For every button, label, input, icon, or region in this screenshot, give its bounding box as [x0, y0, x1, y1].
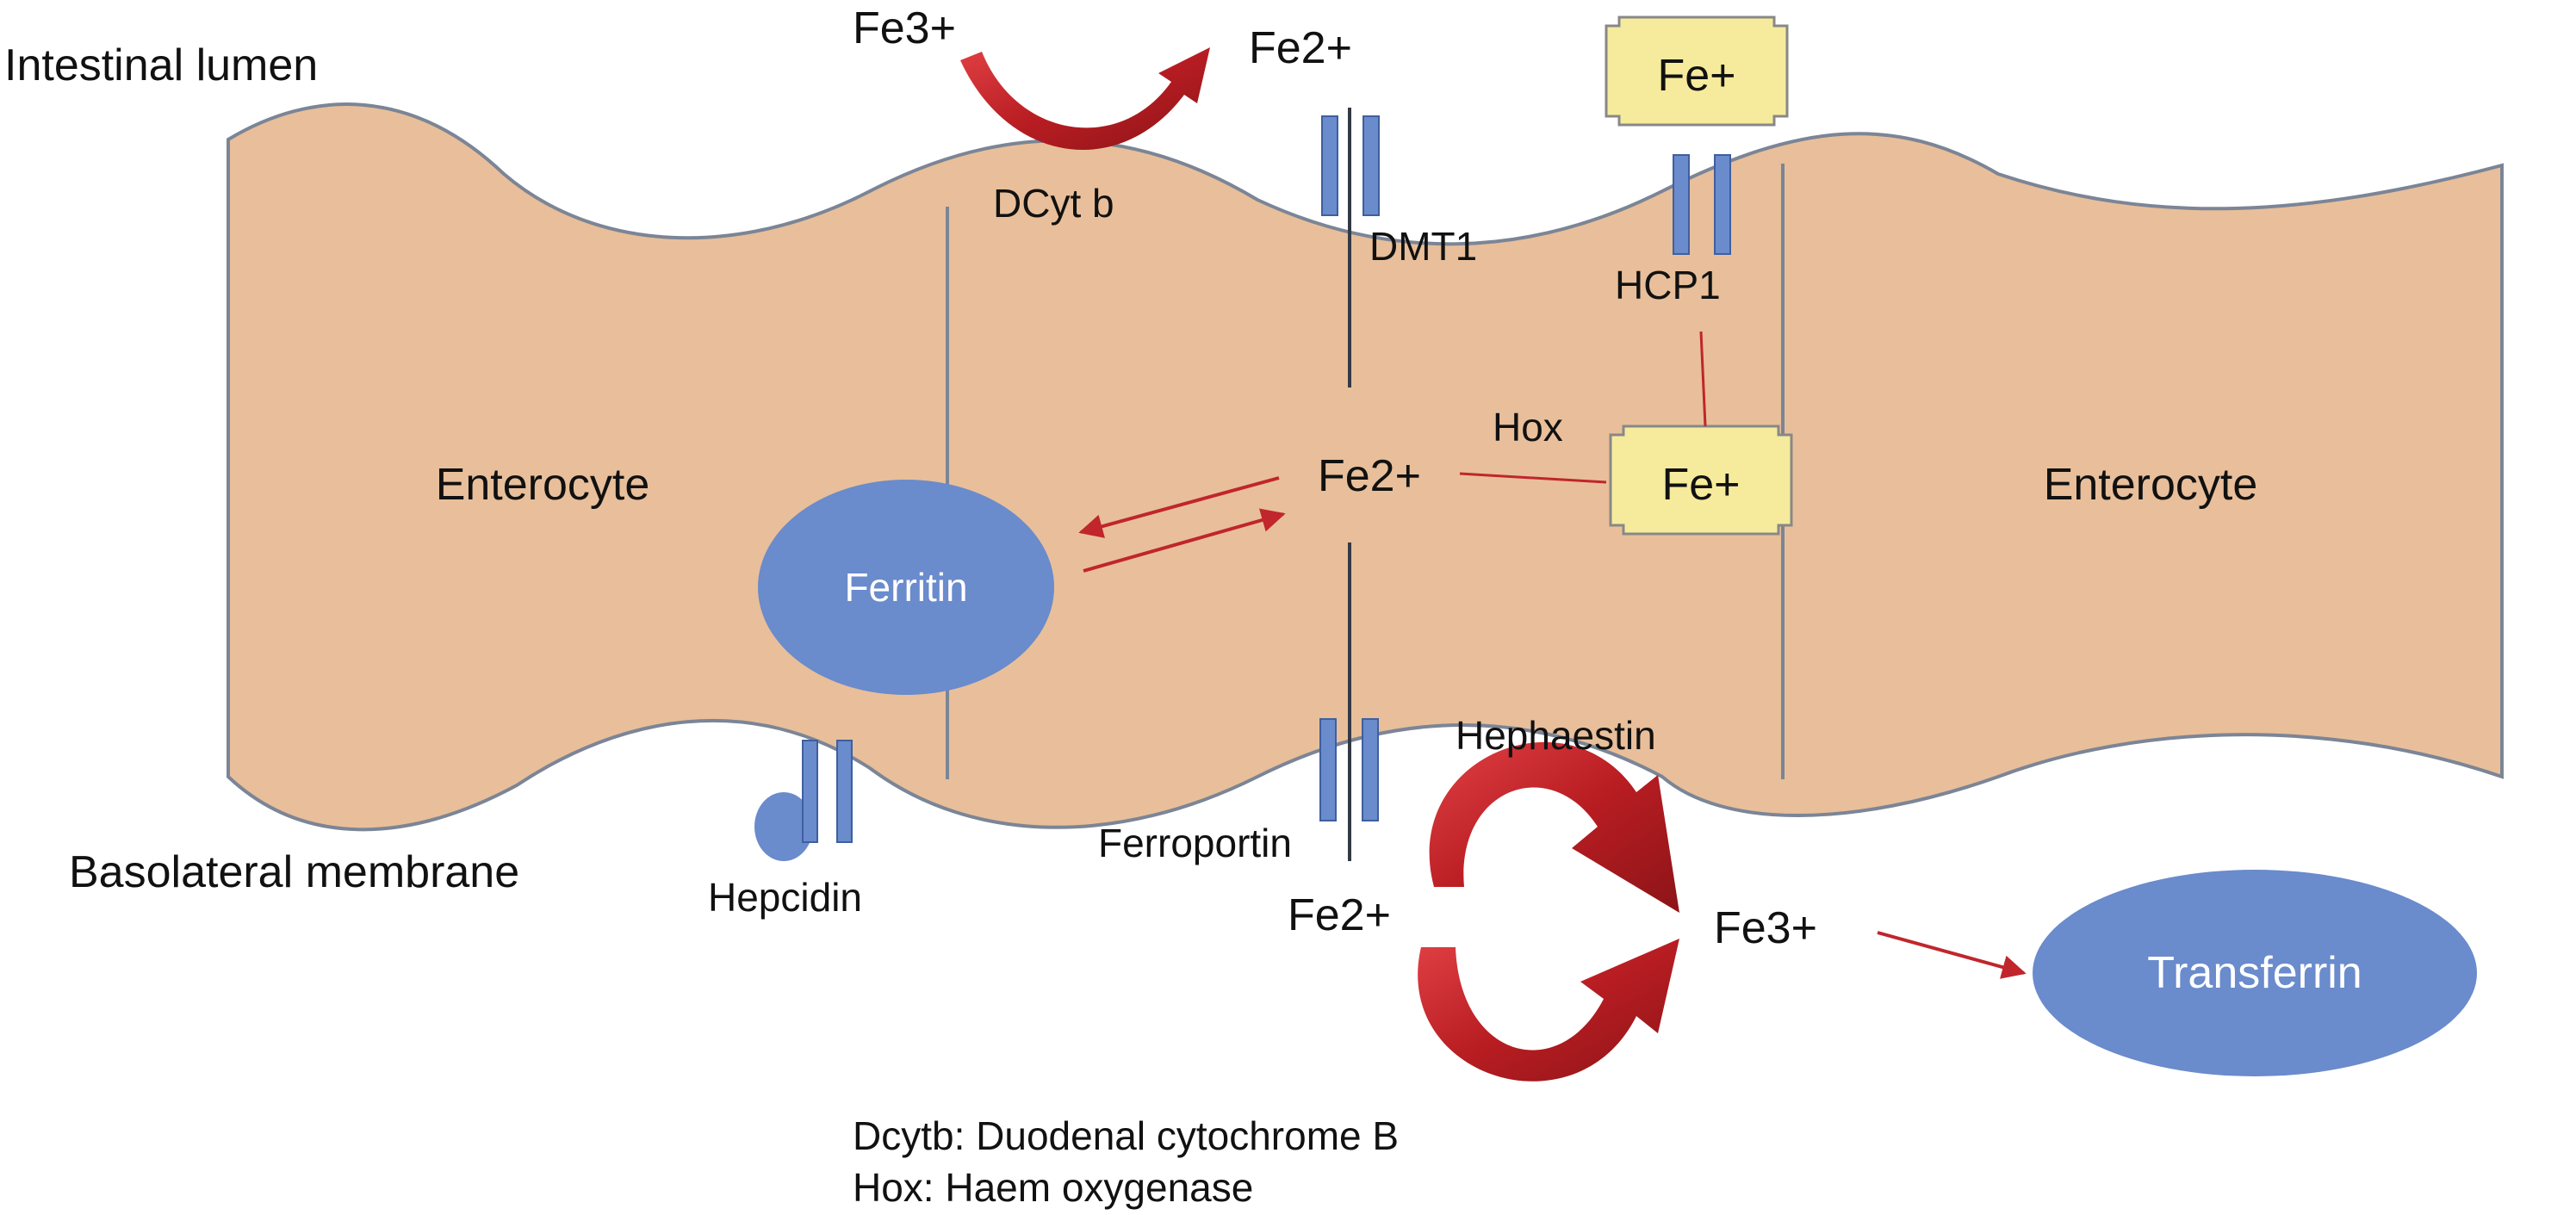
hcp1-transporter-bar-left	[1673, 154, 1690, 255]
ferroportin-bar-left	[1319, 718, 1337, 821]
dmt1-transporter-bar-right	[1362, 115, 1380, 216]
hephaestin-bottom-arrow	[1418, 939, 1679, 1082]
hepcidin-ball	[754, 792, 813, 861]
basolateral-membrane-label: Basolateral membrane	[69, 847, 519, 897]
fe-plus-cell-label: Fe+	[1661, 460, 1740, 510]
dmt1-transporter-bar-left	[1321, 115, 1338, 216]
heme-box-lumen	[1605, 15, 1789, 127]
fe2-blood-label: Fe2+	[1288, 890, 1391, 940]
transferrin-ellipse	[2033, 870, 2477, 1076]
ferritin-release-arrow	[1078, 476, 1280, 538]
intestinal-lumen-label: Intestinal lumen	[4, 40, 318, 90]
enterocyte-right-label: Enterocyte	[2044, 460, 2258, 510]
dcytb-label: DCyt b	[993, 181, 1114, 226]
transferrin-label: Transferrin	[2147, 948, 2362, 998]
fe3-blood-label: Fe3+	[1714, 903, 1817, 953]
ferroportin-bar-right	[1362, 718, 1379, 821]
enterocyte-left-label: Enterocyte	[436, 460, 650, 510]
hox-line	[1459, 472, 1607, 484]
ferritin-storage-arrow	[1083, 508, 1286, 573]
legend-line-1: Dcytb: Duodenal cytochrome B	[853, 1113, 1399, 1158]
hephaestin-label: Hephaestin	[1456, 713, 1656, 758]
heme-box-cell	[1609, 425, 1793, 536]
hcp1-transporter-bar-right	[1714, 154, 1731, 255]
hephaestin-top-arrow	[1429, 741, 1679, 913]
fe-plus-lumen-label: Fe+	[1657, 51, 1735, 101]
ferroportin-label: Ferroportin	[1098, 821, 1292, 865]
heme-uptake-line	[1699, 331, 1707, 427]
fe2-lumen-label: Fe2+	[1249, 23, 1352, 73]
fe2-cell-label: Fe2+	[1318, 451, 1421, 501]
hox-label: Hox	[1493, 405, 1563, 449]
fe3-lumen-label: Fe3+	[853, 3, 956, 53]
ferritin-label: Ferritin	[844, 565, 967, 610]
hcp1-label: HCP1	[1615, 263, 1721, 307]
transferrin-binding-arrow	[1877, 931, 2027, 979]
dcytb-reduction-arrow	[960, 47, 1210, 151]
hepcidin-receptor-bar-right	[836, 740, 853, 843]
hepcidin-receptor-bar-left	[802, 740, 818, 843]
hepcidin-label: Hepcidin	[708, 875, 862, 920]
ferritin-ellipse	[758, 480, 1054, 695]
legend-line-2: Hox: Haem oxygenase	[853, 1165, 1253, 1210]
dmt1-label: DMT1	[1369, 224, 1477, 269]
